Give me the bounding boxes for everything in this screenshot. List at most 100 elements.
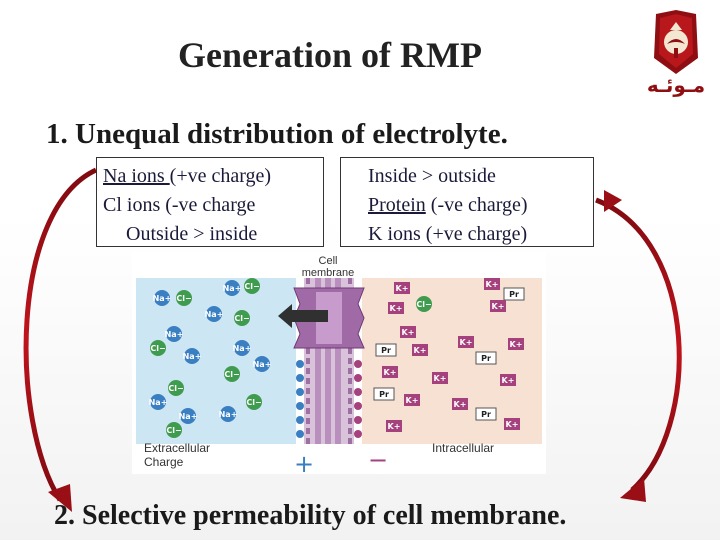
ion-k: K+	[490, 300, 506, 312]
svg-text:K+: K+	[510, 340, 523, 349]
membrane-figure: Na+ Cl− Na+ Cl− Na+ Cl− Na+ Cl− Na+ Na+ …	[132, 252, 546, 478]
ion-k: K+	[508, 338, 524, 350]
protein-charge-text: (-ve charge)	[425, 194, 528, 216]
na-ions-label: Na ions	[103, 165, 170, 187]
membrane-charges	[296, 360, 362, 438]
svg-text:Cl−: Cl−	[416, 300, 431, 309]
ion-pr: Pr	[503, 287, 525, 301]
svg-text:Pr: Pr	[379, 390, 389, 399]
svg-text:K+: K+	[454, 400, 467, 409]
minus-sign: −	[368, 446, 388, 474]
ion-na: Na+	[223, 280, 242, 296]
ion-na: Na+	[183, 348, 202, 364]
ion-cl: Cl−	[246, 394, 262, 410]
inside-outside-line: Inside > outside	[368, 165, 496, 187]
svg-text:K+: K+	[506, 420, 519, 429]
ion-k: K+	[500, 374, 516, 386]
svg-text:Cl−: Cl−	[246, 398, 261, 407]
ion-cl: Cl−	[234, 310, 250, 326]
svg-text:Cl−: Cl−	[234, 314, 249, 323]
na-charge-text: (+ve charge)	[169, 165, 272, 187]
svg-text:Cl−: Cl−	[168, 384, 183, 393]
svg-text:Na+: Na+	[183, 352, 202, 361]
logo-crest	[654, 10, 698, 74]
ion-na: Na+	[253, 356, 272, 372]
svg-text:K+: K+	[502, 376, 515, 385]
svg-text:Cl−: Cl−	[224, 370, 239, 379]
ion-k: K+	[452, 398, 468, 410]
channel-protein	[293, 287, 365, 349]
ion-pr: Pr	[373, 387, 395, 401]
ion-na: Na+	[205, 306, 224, 322]
ion-k: K+	[458, 336, 474, 348]
ion-k: K+	[484, 278, 500, 290]
svg-text:K+: K+	[406, 396, 419, 405]
left-curved-arrow	[23, 167, 98, 512]
ion-k: K+	[404, 394, 420, 406]
ion-cl: Cl−	[168, 380, 184, 396]
svg-text:Na+: Na+	[165, 330, 184, 339]
efflux-arrow	[278, 304, 328, 328]
svg-text:K+: K+	[492, 302, 505, 311]
ion-cl: Cl−	[150, 340, 166, 356]
svg-text:K+: K+	[384, 368, 397, 377]
protein-line: Protein (-ve charge)	[368, 191, 587, 220]
svg-text:K+: K+	[486, 280, 499, 289]
cl-ions-line: Cl ions (-ve charge	[103, 194, 256, 216]
svg-text:K+: K+	[460, 338, 473, 347]
ion-na: Na+	[165, 326, 184, 342]
charge-label: Charge	[144, 455, 184, 469]
svg-text:Na+: Na+	[149, 398, 168, 407]
k-ions-line: K ions (+ve charge)	[368, 223, 528, 245]
svg-text:Cl−: Cl−	[176, 294, 191, 303]
ion-cl: Cl−	[416, 296, 432, 312]
ion-cl: Cl−	[224, 366, 240, 382]
ion-na: Na+	[233, 340, 252, 356]
ion-pr: Pr	[375, 343, 397, 357]
ion-pr: Pr	[475, 351, 497, 365]
extracellular-ions-box: Na ions (+ve charge) Cl ions (-ve charge…	[96, 157, 324, 247]
extracellular-ions: Na+ Cl− Na+ Cl− Na+ Cl− Na+ Cl− Na+ Na+ …	[149, 278, 272, 438]
svg-text:K+: K+	[402, 328, 415, 337]
svg-text:K+: K+	[396, 284, 409, 293]
svg-text:Na+: Na+	[179, 412, 198, 421]
svg-text:Cl−: Cl−	[244, 282, 259, 291]
protein-label: Protein	[368, 194, 426, 216]
ion-k: K+	[400, 326, 416, 338]
svg-text:Na+: Na+	[219, 410, 238, 419]
cell-membrane-label: membrane	[302, 267, 355, 279]
svg-text:Na+: Na+	[253, 360, 272, 369]
ion-cl: Cl−	[176, 290, 192, 306]
ion-na: Na+	[219, 406, 238, 422]
svg-text:K+: K+	[388, 422, 401, 431]
svg-text:Na+: Na+	[233, 344, 252, 353]
ion-k: K+	[504, 418, 520, 430]
ion-k: K+	[382, 366, 398, 378]
ion-pr: Pr	[475, 407, 497, 421]
svg-text:Cl−: Cl−	[166, 426, 181, 435]
svg-text:Pr: Pr	[481, 410, 491, 419]
svg-text:Na+: Na+	[205, 310, 224, 319]
svg-text:Na+: Na+	[223, 284, 242, 293]
svg-text:Cl−: Cl−	[150, 344, 165, 353]
logo-text: مـوئـه	[647, 73, 705, 97]
heading-unequal-distribution: 1. Unequal distribution of electrolyte.	[46, 118, 508, 150]
ion-k: K+	[388, 302, 404, 314]
svg-text:K+: K+	[414, 346, 427, 355]
svg-text:Pr: Pr	[381, 346, 391, 355]
svg-text:Pr: Pr	[481, 354, 491, 363]
svg-text:Pr: Pr	[509, 290, 519, 299]
membrane-diagram: Na+ Cl− Na+ Cl− Na+ Cl− Na+ Cl− Na+ Na+ …	[132, 252, 546, 478]
university-logo-icon: مـوئـه	[647, 10, 705, 97]
svg-text:K+: K+	[434, 374, 447, 383]
na-ions-line: Na ions (+ve charge)	[103, 162, 317, 191]
plus-sign: +	[294, 450, 314, 474]
cell-membrane-label: Cell	[319, 255, 338, 267]
ion-na: Na+	[149, 394, 168, 410]
svg-text:Na+: Na+	[153, 294, 172, 303]
svg-text:K+: K+	[390, 304, 403, 313]
ion-cl: Cl−	[166, 422, 182, 438]
intracellular-ions-box: Inside > outside Protein (-ve charge) K …	[340, 157, 594, 247]
intracellular-ions: K+ K+ Pr K+ Cl− K+ K+ K+ K+ Pr K+ Pr K+ …	[373, 278, 525, 432]
ion-k: K+	[386, 420, 402, 432]
